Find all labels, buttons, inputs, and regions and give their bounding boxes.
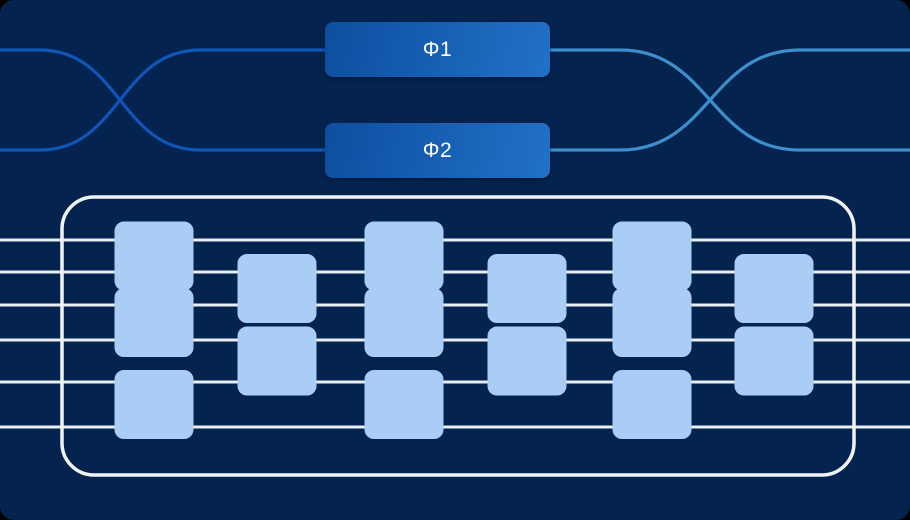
phase-shifter-phi1[interactable]: Φ1	[325, 22, 550, 77]
waveguide-right-bottom	[548, 48, 910, 152]
phase-shifter-phi1-label: Φ1	[422, 38, 453, 61]
waveguide-left-bottom	[0, 48, 327, 152]
mesh-node[interactable]	[487, 254, 567, 323]
mesh-node[interactable]	[114, 221, 194, 291]
mesh-node[interactable]	[612, 370, 692, 439]
phase-shifter-phi2[interactable]: Φ2	[325, 123, 550, 178]
mesh-node[interactable]	[237, 326, 317, 396]
mesh-nodes	[114, 221, 814, 439]
mesh-node[interactable]	[114, 370, 194, 439]
mesh-node[interactable]	[734, 326, 814, 396]
mesh-container-outline	[60, 195, 856, 477]
mesh-node[interactable]	[364, 221, 444, 291]
mesh-node[interactable]	[114, 288, 194, 357]
phase-shifter-phi2-label: Φ2	[422, 139, 453, 162]
mesh-node[interactable]	[364, 288, 444, 357]
mesh-node[interactable]	[734, 254, 814, 323]
mesh-node[interactable]	[237, 254, 317, 323]
mesh-node[interactable]	[612, 288, 692, 357]
mesh-node[interactable]	[612, 221, 692, 291]
mesh-node[interactable]	[487, 326, 567, 396]
mesh-node[interactable]	[364, 370, 444, 439]
